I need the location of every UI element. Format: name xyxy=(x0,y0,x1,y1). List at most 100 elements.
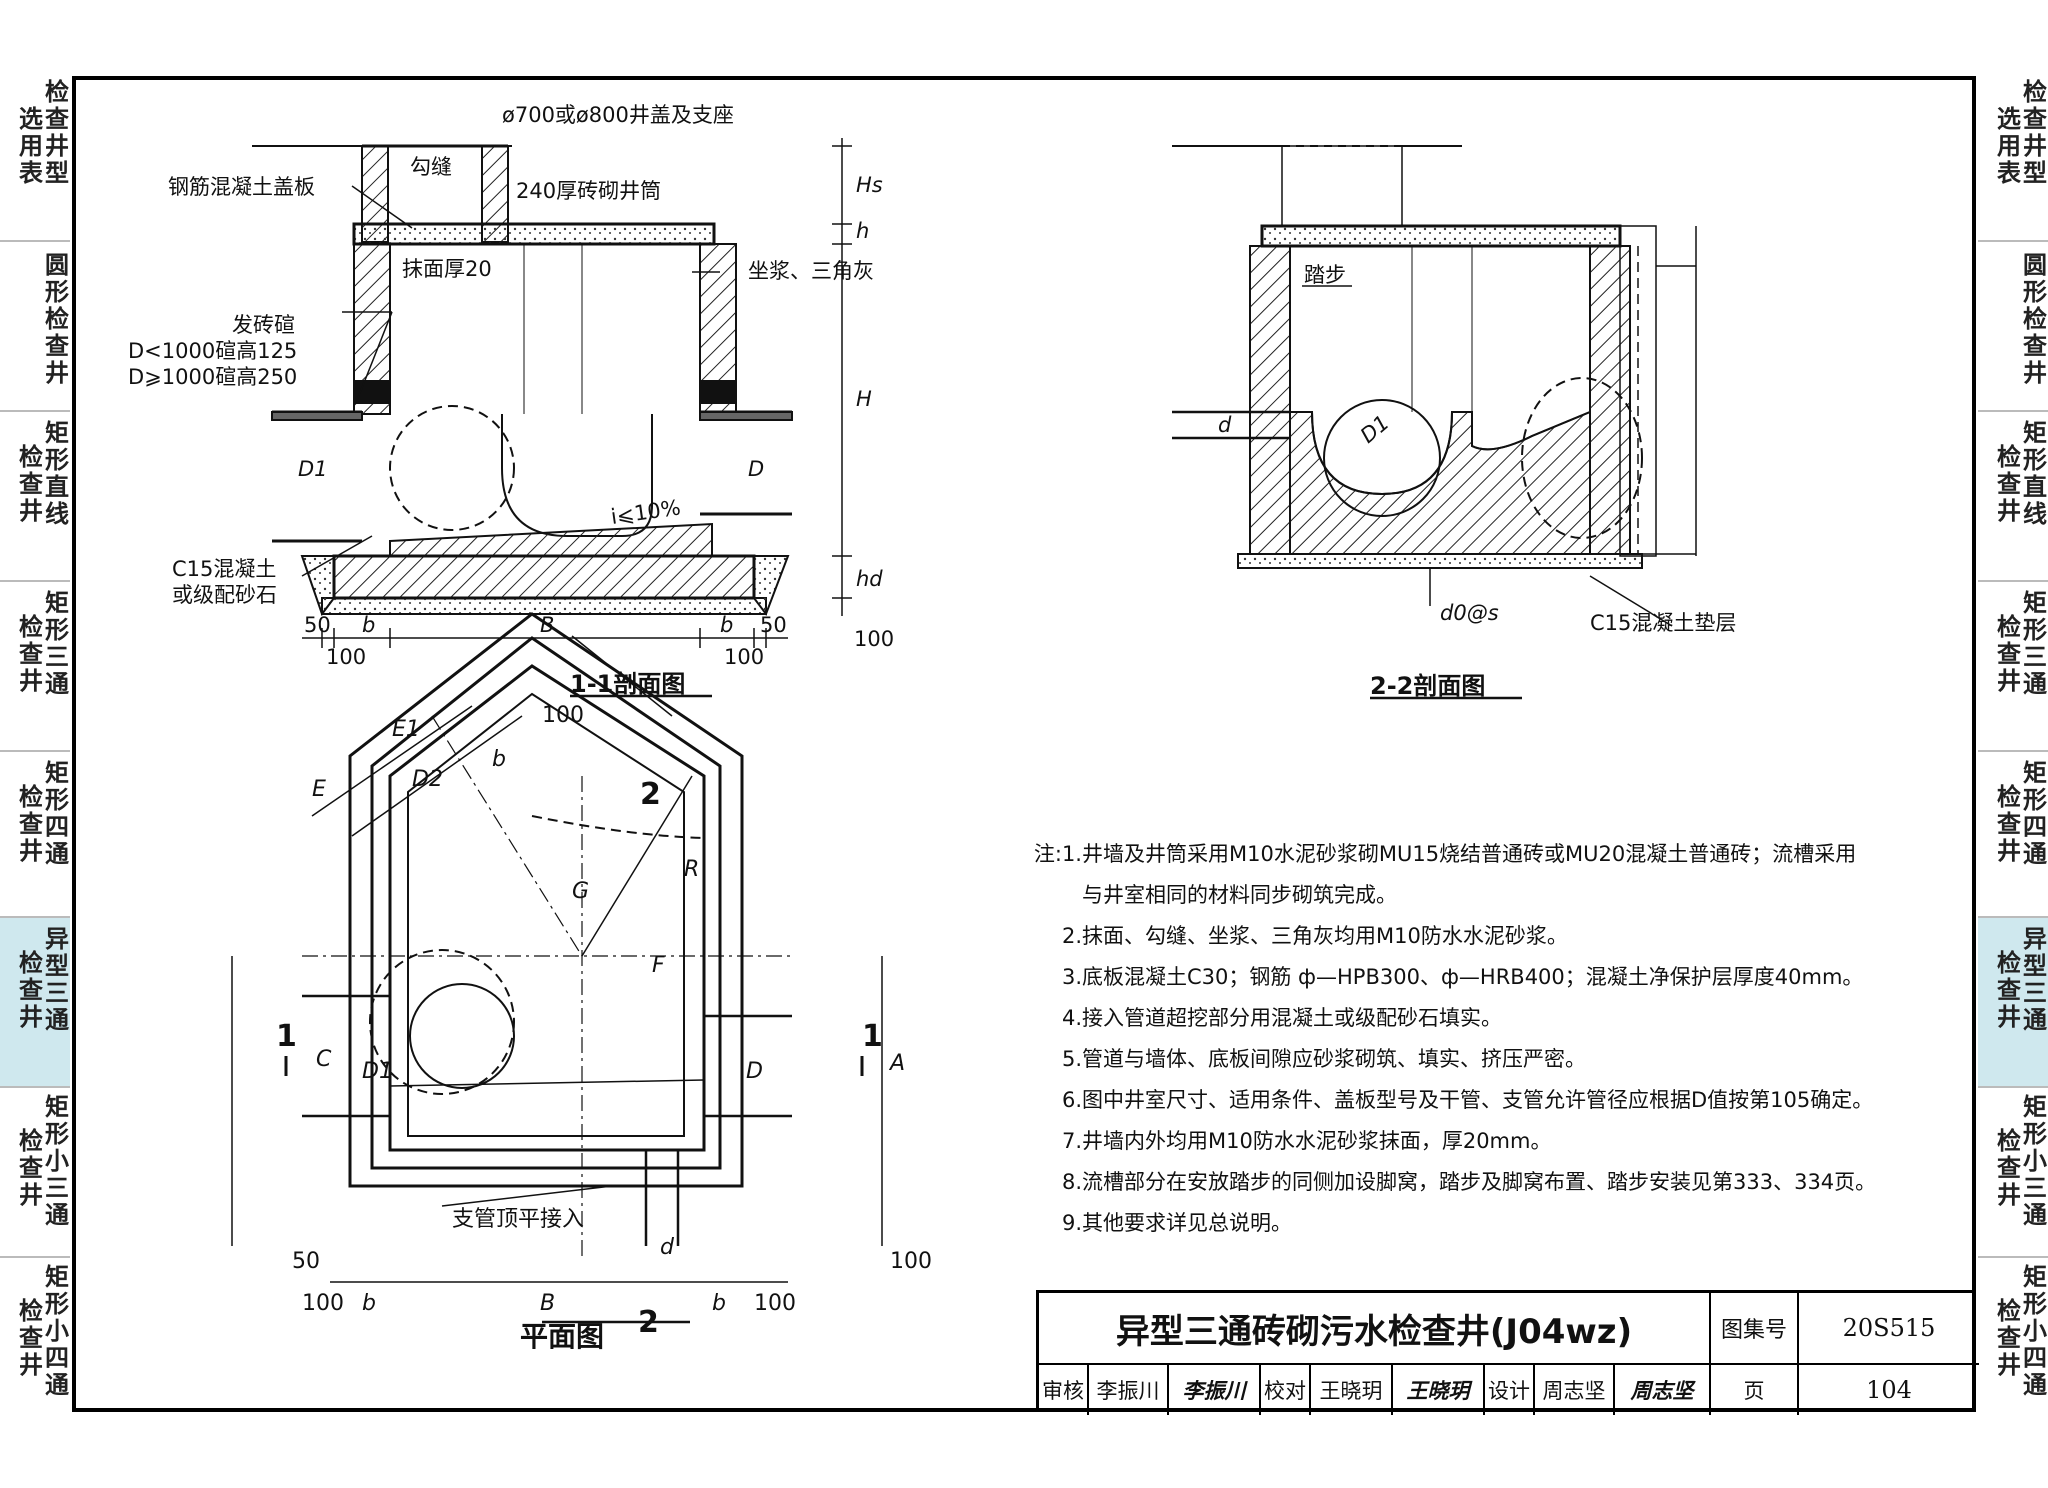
design-label: 设计 xyxy=(1485,1365,1535,1415)
tab-rect-cross[interactable]: 检查井矩形四通 xyxy=(1978,752,2048,918)
dim-b-top: b xyxy=(492,747,506,772)
section-2-2 xyxy=(1172,145,1697,700)
note-row: 与井室相同的材料同步砌筑完成。 xyxy=(1082,883,1397,907)
label-cover: ø700或ø800井盖及支座 xyxy=(502,103,734,127)
section-1-1 xyxy=(252,138,852,698)
dim-h: h xyxy=(856,219,869,243)
label-arch: 发砖碹 xyxy=(232,313,295,337)
dim-b-right: b xyxy=(712,1291,726,1316)
note-row: 3.底板混凝土C30；钢筋 ф—HPB300、ф—HRB400；混凝土净保护层厚… xyxy=(1061,965,1864,989)
label-slope: i⩽10% xyxy=(609,495,682,529)
note-row: 5.管道与墙体、底板间隙应砂浆砌筑、填实、挤压严密。 xyxy=(1061,1047,1586,1071)
note-row: 7.井墙内外均用M10防水水泥砂浆抹面，厚20mm。 xyxy=(1061,1129,1552,1153)
tab-rect-cross[interactable]: 检查井矩形四通 xyxy=(0,752,70,918)
label-mortar: 坐浆、三角灰 xyxy=(748,259,874,283)
note-row: 6.图中井室尺寸、适用条件、盖板型号及干管、支管允许管径应根据D值按第105确定… xyxy=(1061,1088,1874,1112)
dim-A: A xyxy=(888,1051,905,1076)
label-d1: D1 xyxy=(298,457,328,481)
dim-100-right: 100 xyxy=(724,645,764,669)
dim-50-left: 50 xyxy=(304,613,331,637)
plan-view xyxy=(231,612,883,1324)
label-d: d xyxy=(660,1235,675,1260)
notes: 注:1.井墙及井筒采用M10水泥砂浆砌MU15烧结普通砖或MU20混凝土普通砖；… xyxy=(1020,834,1920,1244)
tab-rect-small-cross[interactable]: 检查井矩形小四通 xyxy=(19,1263,69,1399)
dim-100-left: 100 xyxy=(326,645,366,669)
section-mark-2-top: 2 xyxy=(640,777,661,812)
dim-b-left: b xyxy=(362,1291,376,1316)
tab-rect-small-cross[interactable]: 检查井矩形小四通 xyxy=(1997,1263,2047,1399)
dim-hs: Hs xyxy=(856,173,883,197)
drawing-canvas: ø700或ø800井盖及支座 勾缝 240厚砖砌井筒 钢筋混凝土盖板 抹面厚20… xyxy=(128,103,1736,1353)
tab-well-selection[interactable]: 选用表检查井型 xyxy=(0,76,70,242)
dim-100-right: 100 xyxy=(754,1291,796,1316)
label-fill-2: 或级配砂石 xyxy=(172,583,277,607)
title-block: 异型三通砖砌污水检查井(J04wz) 图集号 20S515 审核 李振川 李振川… xyxy=(1036,1290,1979,1415)
label-joint: 勾缝 xyxy=(410,155,452,179)
label-plaster: 抹面厚20 xyxy=(402,257,492,281)
dim-b-left: b xyxy=(362,613,375,637)
atlas-number: 20S515 xyxy=(1799,1293,1979,1365)
dim-100-v: 100 xyxy=(854,627,894,651)
label-step: 踏步 xyxy=(1304,263,1346,287)
section-mark-2-bottom: 2 xyxy=(638,1305,659,1340)
label-d: d xyxy=(1218,413,1232,437)
section-1-1-labels: ø700或ø800井盖及支座 勾缝 240厚砖砌井筒 钢筋混凝土盖板 抹面厚20… xyxy=(128,103,894,698)
dim-100-left: 100 xyxy=(302,1291,344,1316)
tab-special-tee[interactable]: 检查井异型三通 xyxy=(0,918,70,1088)
label-D: D xyxy=(746,1059,763,1084)
label-arch-1: D<1000碹高125 xyxy=(128,339,297,363)
title-section-1-1: 1-1剖面图 xyxy=(570,670,685,698)
dim-100-top: 100 xyxy=(542,703,584,728)
dim-50-right: 50 xyxy=(760,613,787,637)
tab-rect-small-tee[interactable]: 检查井矩形小三通 xyxy=(0,1088,70,1258)
label-100-v: 100 xyxy=(890,1249,932,1274)
label-branch: 支管顶平接入 xyxy=(452,1207,584,1232)
tab-round-well[interactable]: 圆形检查井 xyxy=(1978,242,2048,412)
tab-rect-tee[interactable]: 检查井矩形三通 xyxy=(0,582,70,752)
check-label: 校对 xyxy=(1261,1365,1311,1415)
note-row: 9.其他要求详见总说明。 xyxy=(1061,1211,1292,1235)
tab-well-selection[interactable]: 选用表检查井型 xyxy=(1978,76,2048,242)
note-row: 注:1.井墙及井筒采用M10水泥砂浆砌MU15烧结普通砖或MU20混凝土普通砖；… xyxy=(1033,842,1857,866)
title-section-2-2: 2-2剖面图 xyxy=(1370,672,1485,700)
dim-F: F xyxy=(652,953,665,978)
dim-R: R xyxy=(684,857,699,882)
label-d1: D1 xyxy=(1356,410,1394,447)
label-D1: D1 xyxy=(362,1059,393,1084)
label-d: D xyxy=(748,457,764,481)
tab-rect-small-tee[interactable]: 检查井矩形小三通 xyxy=(1978,1088,2048,1258)
review-label: 审核 xyxy=(1039,1365,1089,1415)
tab-rect-tee[interactable]: 检查井矩形三通 xyxy=(1978,582,2048,752)
dim-E: E xyxy=(312,777,326,802)
label-fill-1: C15混凝土 xyxy=(172,557,276,581)
dim-D2: D2 xyxy=(412,767,443,792)
tab-round-well[interactable]: 圆形检查井 xyxy=(0,242,70,412)
section-mark-1-right: 1 xyxy=(862,1019,883,1054)
plan-labels: E E1 D2 b 100 G R F C A D1 D d 50 100 10… xyxy=(276,703,932,1353)
drawing-frame xyxy=(72,76,1976,1412)
tab-rect-straight[interactable]: 检查井矩形直线 xyxy=(0,412,70,582)
label-cushion: C15混凝土垫层 xyxy=(1590,611,1736,635)
drawing-title: 异型三通砖砌污水检查井(J04wz) xyxy=(1039,1293,1711,1365)
tab-rect-straight[interactable]: 检查井矩形直线 xyxy=(1978,412,2048,582)
checker-name: 王晓玥 xyxy=(1311,1365,1393,1415)
designer-name: 周志坚 xyxy=(1535,1365,1615,1415)
title-plan: 平面图 xyxy=(520,1320,604,1353)
section-mark-1-left: 1 xyxy=(276,1019,297,1054)
label-arch-2: D⩾1000碹高250 xyxy=(128,365,297,389)
tab-special-tee[interactable]: 检查井异型三通 xyxy=(1978,918,2048,1088)
label-slab: 钢筋混凝土盖板 xyxy=(168,175,315,199)
label-50: 50 xyxy=(292,1249,320,1274)
dim-B: B xyxy=(540,1291,555,1316)
atlas-label: 图集号 xyxy=(1711,1293,1799,1365)
section-2-2-labels: 踏步 D1 d d0@s C15混凝土垫层 2-2剖面图 xyxy=(1218,263,1736,700)
page-label: 页 xyxy=(1711,1365,1799,1415)
designer-signature: 周志坚 xyxy=(1615,1365,1711,1415)
label-shaft: 240厚砖砌井筒 xyxy=(516,179,661,203)
reviewer-signature: 李振川 xyxy=(1169,1365,1261,1415)
note-row: 8.流槽部分在安放踏步的同侧加设脚窝，踏步及脚窝布置、踏步安装见第333、334… xyxy=(1061,1170,1877,1194)
label-rebar: d0@s xyxy=(1440,601,1499,625)
dim-H: H xyxy=(856,387,872,411)
dim-hd: hd xyxy=(856,567,883,591)
page-number: 104 xyxy=(1866,1376,1912,1404)
